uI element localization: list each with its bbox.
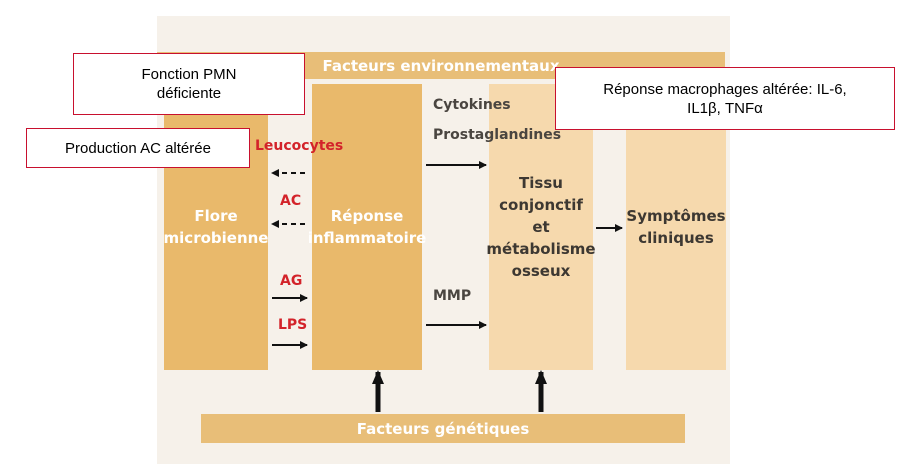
production-ac-annotation-text: Production AC altérée [65,139,211,157]
ag-label: AG [280,273,303,289]
leucocytes-label: Leucocytes [255,138,344,154]
connective-tissue-box: Tissu conjonctif et métabolisme osseux [486,84,596,370]
macrophages-annotation-text: Réponse macrophages altérée: IL-6, IL1β,… [603,80,847,117]
lps-label: LPS [278,317,308,333]
genetic-factors-label: Facteurs génétiques [356,419,530,438]
genetic-factors-band: Facteurs génétiques [201,414,685,443]
production-ac-annotation-box: Production AC altérée [26,128,250,168]
inflammatory-response-label: Réponse inflammatoire [307,207,427,247]
macrophages-annotation-box: Réponse macrophages altérée: IL-6, IL1β,… [555,67,895,130]
pmn-annotation-text: Fonction PMN déficiente [141,66,237,102]
connective-tissue-label: Tissu conjonctif et métabolisme osseux [486,174,596,280]
ac-label: AC [280,193,302,209]
clinical-symptoms-box: Symptômes cliniques [626,84,726,370]
microbial-flora-label: Flore microbienne [163,207,269,247]
mmp-label: MMP [433,288,472,304]
environmental-factors-label: Facteurs environnementaux [322,56,560,75]
inflammatory-response-box: Réponse inflammatoire [308,84,426,370]
cytokines-label: Cytokines [433,97,511,113]
pmn-annotation-box: Fonction PMN déficiente [73,53,305,115]
prostaglandines-label: Prostaglandines [433,127,562,143]
clinical-symptoms-label: Symptômes cliniques [626,207,726,247]
